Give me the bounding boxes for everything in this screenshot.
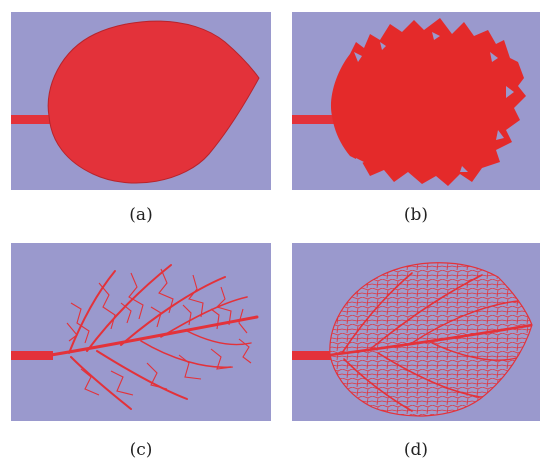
panel-b <box>292 12 540 190</box>
caption-a: (a) <box>129 205 153 225</box>
caption-c: (c) <box>129 440 153 460</box>
panel-c-background <box>11 243 271 421</box>
panel-d <box>292 243 540 421</box>
caption-b: (b) <box>403 205 429 225</box>
panel-a-leaf <box>47 20 260 184</box>
panel-c-stem <box>11 351 53 360</box>
panel-b-stem <box>292 115 334 124</box>
panel-a-stem <box>11 115 51 124</box>
panel-a <box>11 12 271 190</box>
panel-c-image <box>11 243 271 421</box>
panel-b-holes <box>354 32 514 172</box>
panel-a-image <box>11 12 271 190</box>
panel-b-image <box>292 12 540 190</box>
panel-c-minor-veins <box>66 268 252 396</box>
panel-d-main-veins <box>329 272 533 412</box>
panel-d-stem <box>292 351 334 360</box>
panel-d-image <box>292 243 540 421</box>
panel-c <box>11 243 271 421</box>
panel-b-leaf <box>330 18 526 186</box>
caption-d: (d) <box>403 440 429 460</box>
